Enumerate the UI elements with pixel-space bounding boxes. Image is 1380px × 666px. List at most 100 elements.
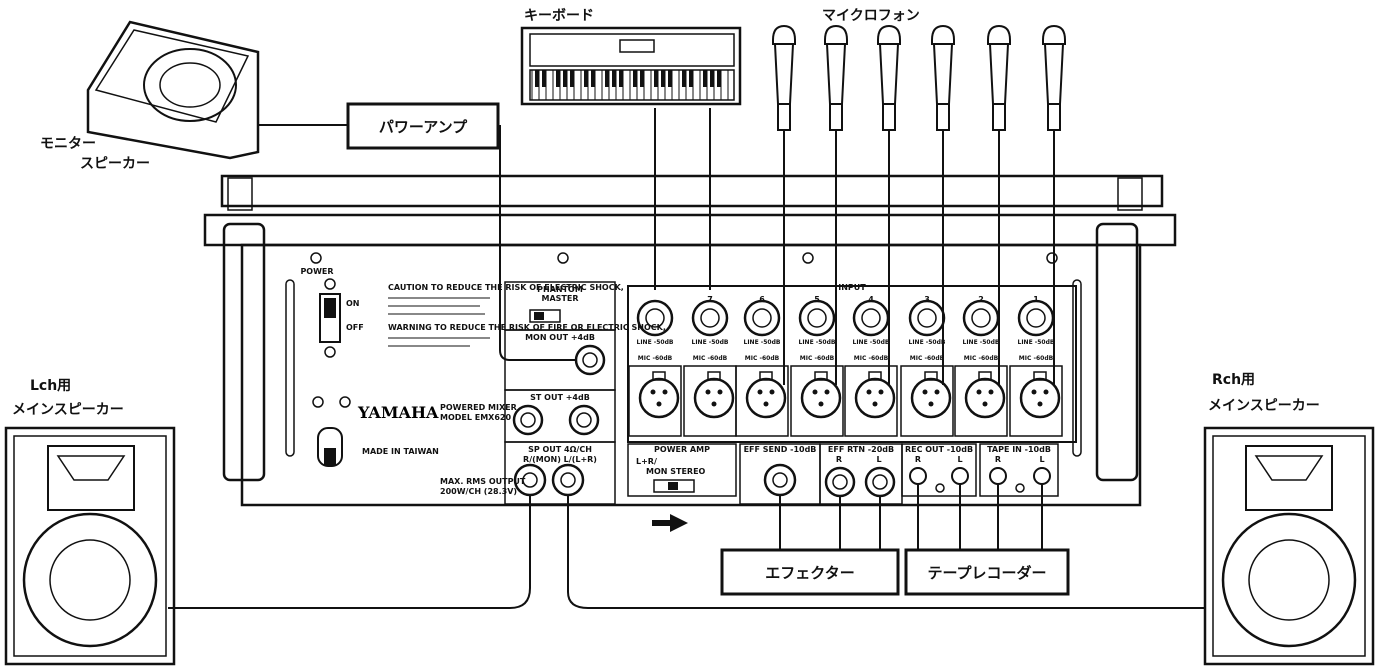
made-in-label: MADE IN TAIWAN [362, 447, 439, 456]
line-jack [800, 301, 834, 335]
rec-out-label: REC OUT -10dB [905, 445, 973, 454]
microphone-icon [878, 26, 900, 130]
xlr-jack [747, 379, 785, 417]
line-level-label: LINE -50dB [692, 339, 729, 346]
input-label: INPUT [838, 283, 866, 292]
xlr-frame [684, 366, 736, 436]
line-jack [910, 301, 944, 335]
microphone-icon [932, 26, 954, 130]
xlr-frame [629, 366, 681, 436]
max-rms-label: MAX. RMS OUTPUT [440, 477, 526, 486]
mic-level-label: MIC -60dB [910, 355, 945, 362]
xlr-jack [695, 379, 733, 417]
mon-out-label: MON OUT +4dB [525, 333, 595, 342]
rec-out-l: L [957, 455, 962, 464]
left-main-speaker: Lch用 メインスピーカー [6, 378, 174, 664]
xlr-jack [912, 379, 950, 417]
xlr-jack [802, 379, 840, 417]
line-jack-core [753, 309, 771, 327]
line-jack [693, 301, 727, 335]
mic-level-label: MIC -60dB [964, 355, 999, 362]
rec-out-r: R [915, 455, 921, 464]
right-main-speaker: Rch用 メインスピーカー [1205, 372, 1373, 664]
channel-number: 2 [978, 295, 984, 304]
phantom-label: PHANTOM [537, 285, 583, 294]
rch-label-1: Rch用 [1212, 372, 1255, 388]
power-off-label: OFF [346, 323, 364, 332]
brand-logo: YAMAHA [357, 403, 439, 422]
sp-out-sub: R/(MON) L/(L+R) [523, 455, 597, 464]
line-jack-core [862, 309, 880, 327]
master-label: MASTER [542, 294, 579, 303]
power-label: POWER [300, 267, 333, 276]
channel-number: 7 [707, 295, 713, 304]
eff-rtn-label: EFF RTN -20dB [828, 445, 894, 454]
sp-out-label: SP OUT 4Ω/CH [528, 445, 592, 454]
xlr-jack [640, 379, 678, 417]
microphones [773, 26, 1065, 130]
line-jack-core [1027, 309, 1045, 327]
sp-out: SP OUT 4Ω/CH R/(MON) L/(L+R) MAX. RMS OU… [440, 442, 615, 504]
xlr-frame [901, 366, 953, 436]
lr-label: L+R/ [636, 457, 657, 466]
microphone-icon [773, 26, 795, 130]
power-amp-label: POWER AMP [654, 445, 710, 454]
mon-stereo-label: MON STEREO [646, 467, 706, 476]
channel-strip: LINE -50dB MIC -60dB [629, 301, 681, 436]
microphone-label: マイクロフォン [822, 8, 920, 24]
rch-label-2: メインスピーカー [1208, 398, 1320, 414]
keyboard-device: キーボード [522, 8, 740, 104]
direction-arrow-icon [652, 514, 688, 532]
mic-level-label: MIC -60dB [638, 355, 673, 362]
line-level-label: LINE -50dB [799, 339, 836, 346]
caution-text: CAUTION TO REDUCE THE RISK OF ELECTRIC S… [388, 283, 624, 292]
tape-in-l: L [1039, 455, 1044, 464]
microphone-icon [988, 26, 1010, 130]
tape-recorder-text: テープレコーダー [927, 564, 1046, 582]
line-jack-core [808, 309, 826, 327]
lch-label-1: Lch用 [30, 378, 71, 394]
line-jack [854, 301, 888, 335]
microphone-icon [825, 26, 847, 130]
st-out-label: ST OUT +4dB [530, 393, 590, 402]
mic-level-label: MIC -60dB [854, 355, 889, 362]
line-jack-core [918, 309, 936, 327]
brand-block: YAMAHA POWERED MIXER MODEL EMX620 MADE I… [318, 403, 517, 466]
line-level-label: LINE -50dB [744, 339, 781, 346]
power-on-label: ON [346, 299, 360, 308]
line-level-label: LINE -50dB [909, 339, 946, 346]
line-level-label: LINE -50dB [1018, 339, 1055, 346]
line-jack-core [972, 309, 990, 327]
mic-level-label: MIC -60dB [1019, 355, 1054, 362]
st-out: ST OUT +4dB [505, 390, 615, 442]
model-line-2: MODEL EMX620 [440, 413, 511, 422]
effector-text: エフェクター [765, 564, 854, 582]
eff-rtn-r: R [836, 455, 842, 464]
line-jack [1019, 301, 1053, 335]
eff-send-label: EFF SEND -10dB [744, 445, 817, 454]
tape-in-label: TAPE IN -10dB [987, 445, 1051, 454]
line-jack [964, 301, 998, 335]
input-section: INPUT [628, 283, 1076, 442]
channel-strip: 7LINE -50dB MIC -60dB [684, 295, 736, 436]
power-amp-text: パワーアンプ [379, 118, 468, 136]
line-level-label: LINE -50dB [637, 339, 674, 346]
line-jack [745, 301, 779, 335]
monitor-label-2: スピーカー [80, 156, 150, 172]
mic-level-label: MIC -60dB [800, 355, 835, 362]
mic-level-label: MIC -60dB [693, 355, 728, 362]
channel-number: 1 [1033, 295, 1039, 304]
monitor-speaker: モニター スピーカー [40, 22, 258, 172]
monitor-label-1: モニター [40, 136, 96, 152]
eff-rtn-l: L [876, 455, 881, 464]
lch-label-2: メインスピーカー [12, 402, 124, 418]
channel-number: 6 [759, 295, 765, 304]
channel-number: 5 [814, 295, 820, 304]
line-level-label: LINE -50dB [963, 339, 1000, 346]
bottom-sections: POWER AMP L+R/ MON STEREO EFF SEND -10dB… [628, 444, 1058, 504]
line-level-label: LINE -50dB [853, 339, 890, 346]
